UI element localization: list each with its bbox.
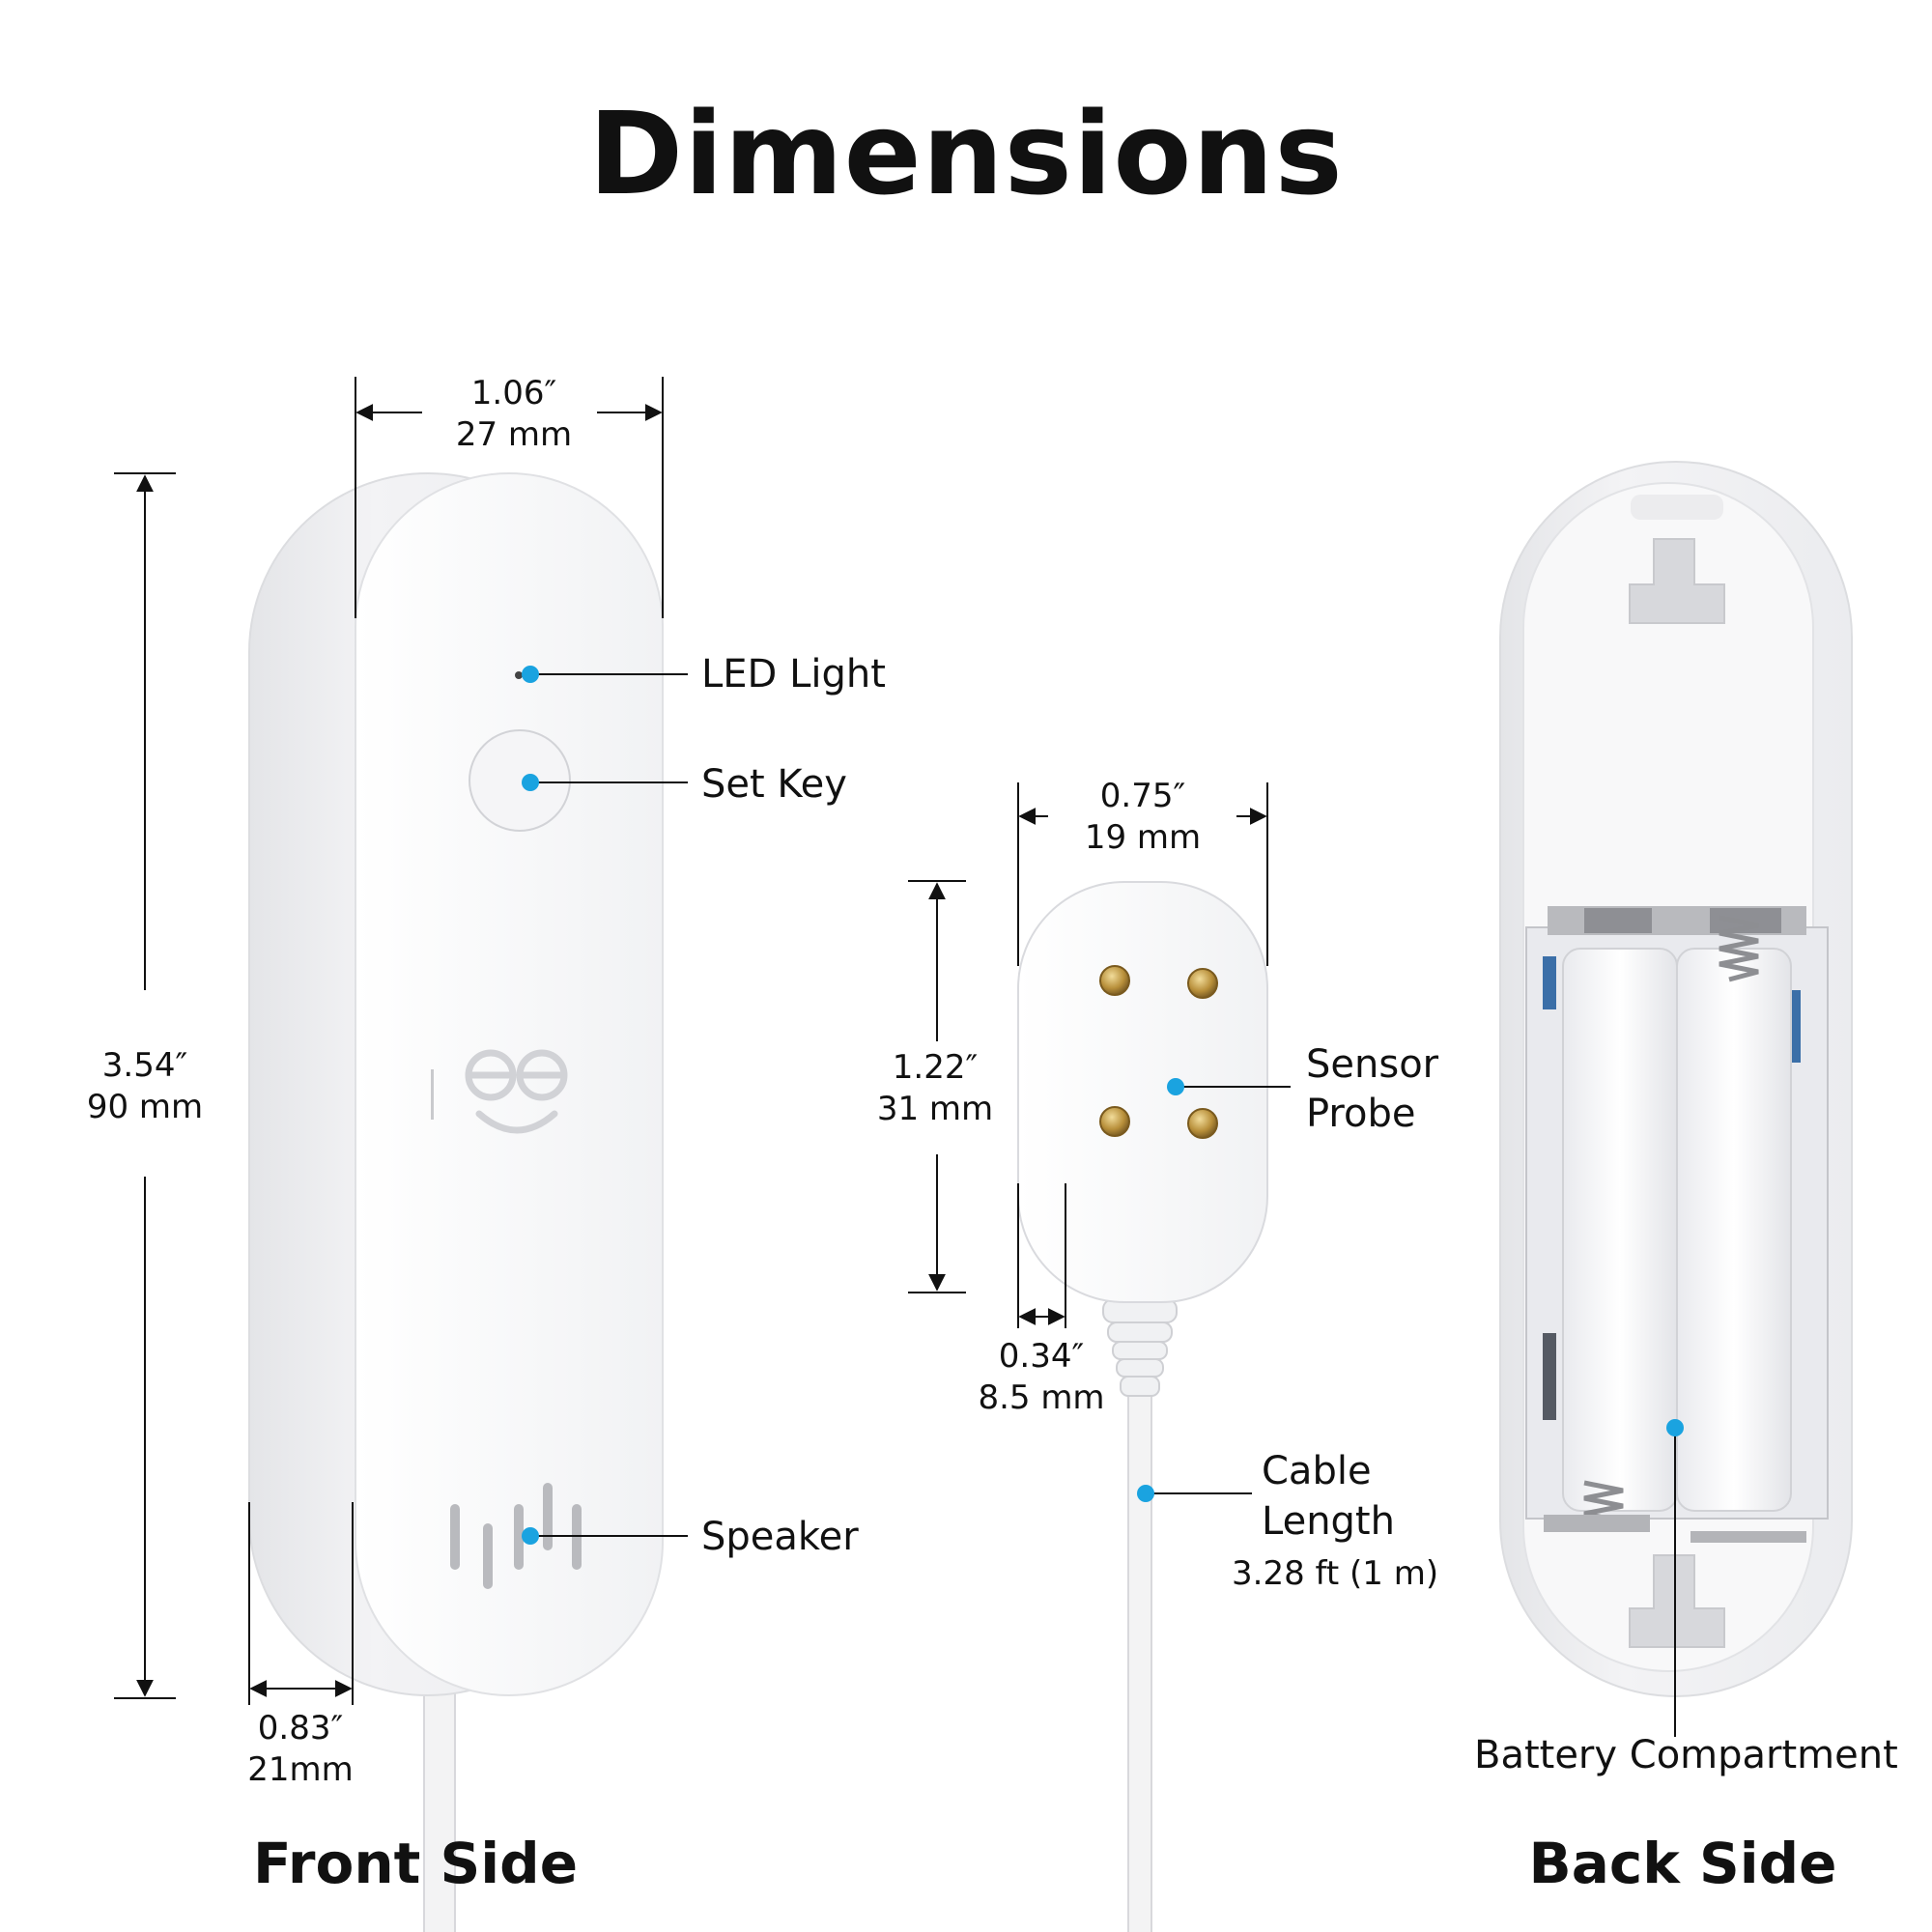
probe-width-metric: 19 mm	[1084, 818, 1202, 857]
front-cable	[423, 1661, 456, 1932]
callout-dot-sensor	[1167, 1078, 1184, 1095]
callout-dot-set-key	[522, 774, 539, 791]
brand-face-logo-icon	[465, 1049, 568, 1134]
callout-dot-led	[522, 666, 539, 683]
mounting-slot-bottom	[1629, 1554, 1725, 1648]
battery-left	[1562, 948, 1678, 1512]
set-key-label: Set Key	[701, 762, 847, 807]
page-title: Dimensions	[588, 87, 1344, 220]
callout-dots	[522, 666, 1684, 1545]
callout-dot-cable	[1137, 1485, 1154, 1502]
set-key-button-outline	[469, 729, 571, 832]
led-light-label: LED Light	[701, 652, 886, 696]
mounting-slot-top	[1629, 538, 1725, 624]
front-depth-imperial: 0.83″	[257, 1709, 344, 1747]
probe-width-imperial: 0.75″	[1099, 777, 1186, 815]
sensor-probe-label-line2: Probe	[1306, 1092, 1416, 1136]
probe-depth-metric: 8.5 mm	[978, 1378, 1105, 1417]
front-depth-metric: 21mm	[247, 1750, 354, 1789]
cable-length-value: 3.28 ft (1 m)	[1232, 1554, 1439, 1593]
probe-pin-icon	[1099, 965, 1218, 1139]
front-height-imperial: 3.54″	[101, 1046, 188, 1085]
front-width-imperial: 1.06″	[470, 374, 557, 412]
probe-height-imperial: 1.22″	[892, 1048, 979, 1087]
sensor-probe-label-line1: Sensor	[1306, 1042, 1439, 1087]
speaker-label: Speaker	[701, 1515, 859, 1559]
front-width-metric: 27 mm	[455, 415, 573, 454]
sensor-probe-body	[1017, 881, 1268, 1303]
callout-leaders	[530, 673, 1676, 1737]
led-light-icon	[515, 671, 523, 679]
probe-strain-relief	[1102, 1298, 1178, 1397]
callout-dot-speaker	[522, 1527, 539, 1545]
probe-depth-imperial: 0.34″	[998, 1337, 1085, 1376]
probe-cable	[1127, 1347, 1152, 1932]
callout-dot-battery	[1666, 1419, 1684, 1436]
probe-height-metric: 31 mm	[876, 1090, 994, 1128]
battery-right	[1676, 948, 1792, 1512]
front-height-metric: 90 mm	[86, 1088, 204, 1126]
battery-compartment-label: Battery Compartment	[1474, 1733, 1898, 1777]
dimension-lines	[114, 377, 1268, 1705]
cable-length-label-line2: Length	[1262, 1499, 1395, 1544]
front-side-title: Front Side	[252, 1831, 579, 1896]
back-side-title: Back Side	[1528, 1831, 1837, 1896]
cable-length-label-line1: Cable	[1262, 1449, 1372, 1493]
